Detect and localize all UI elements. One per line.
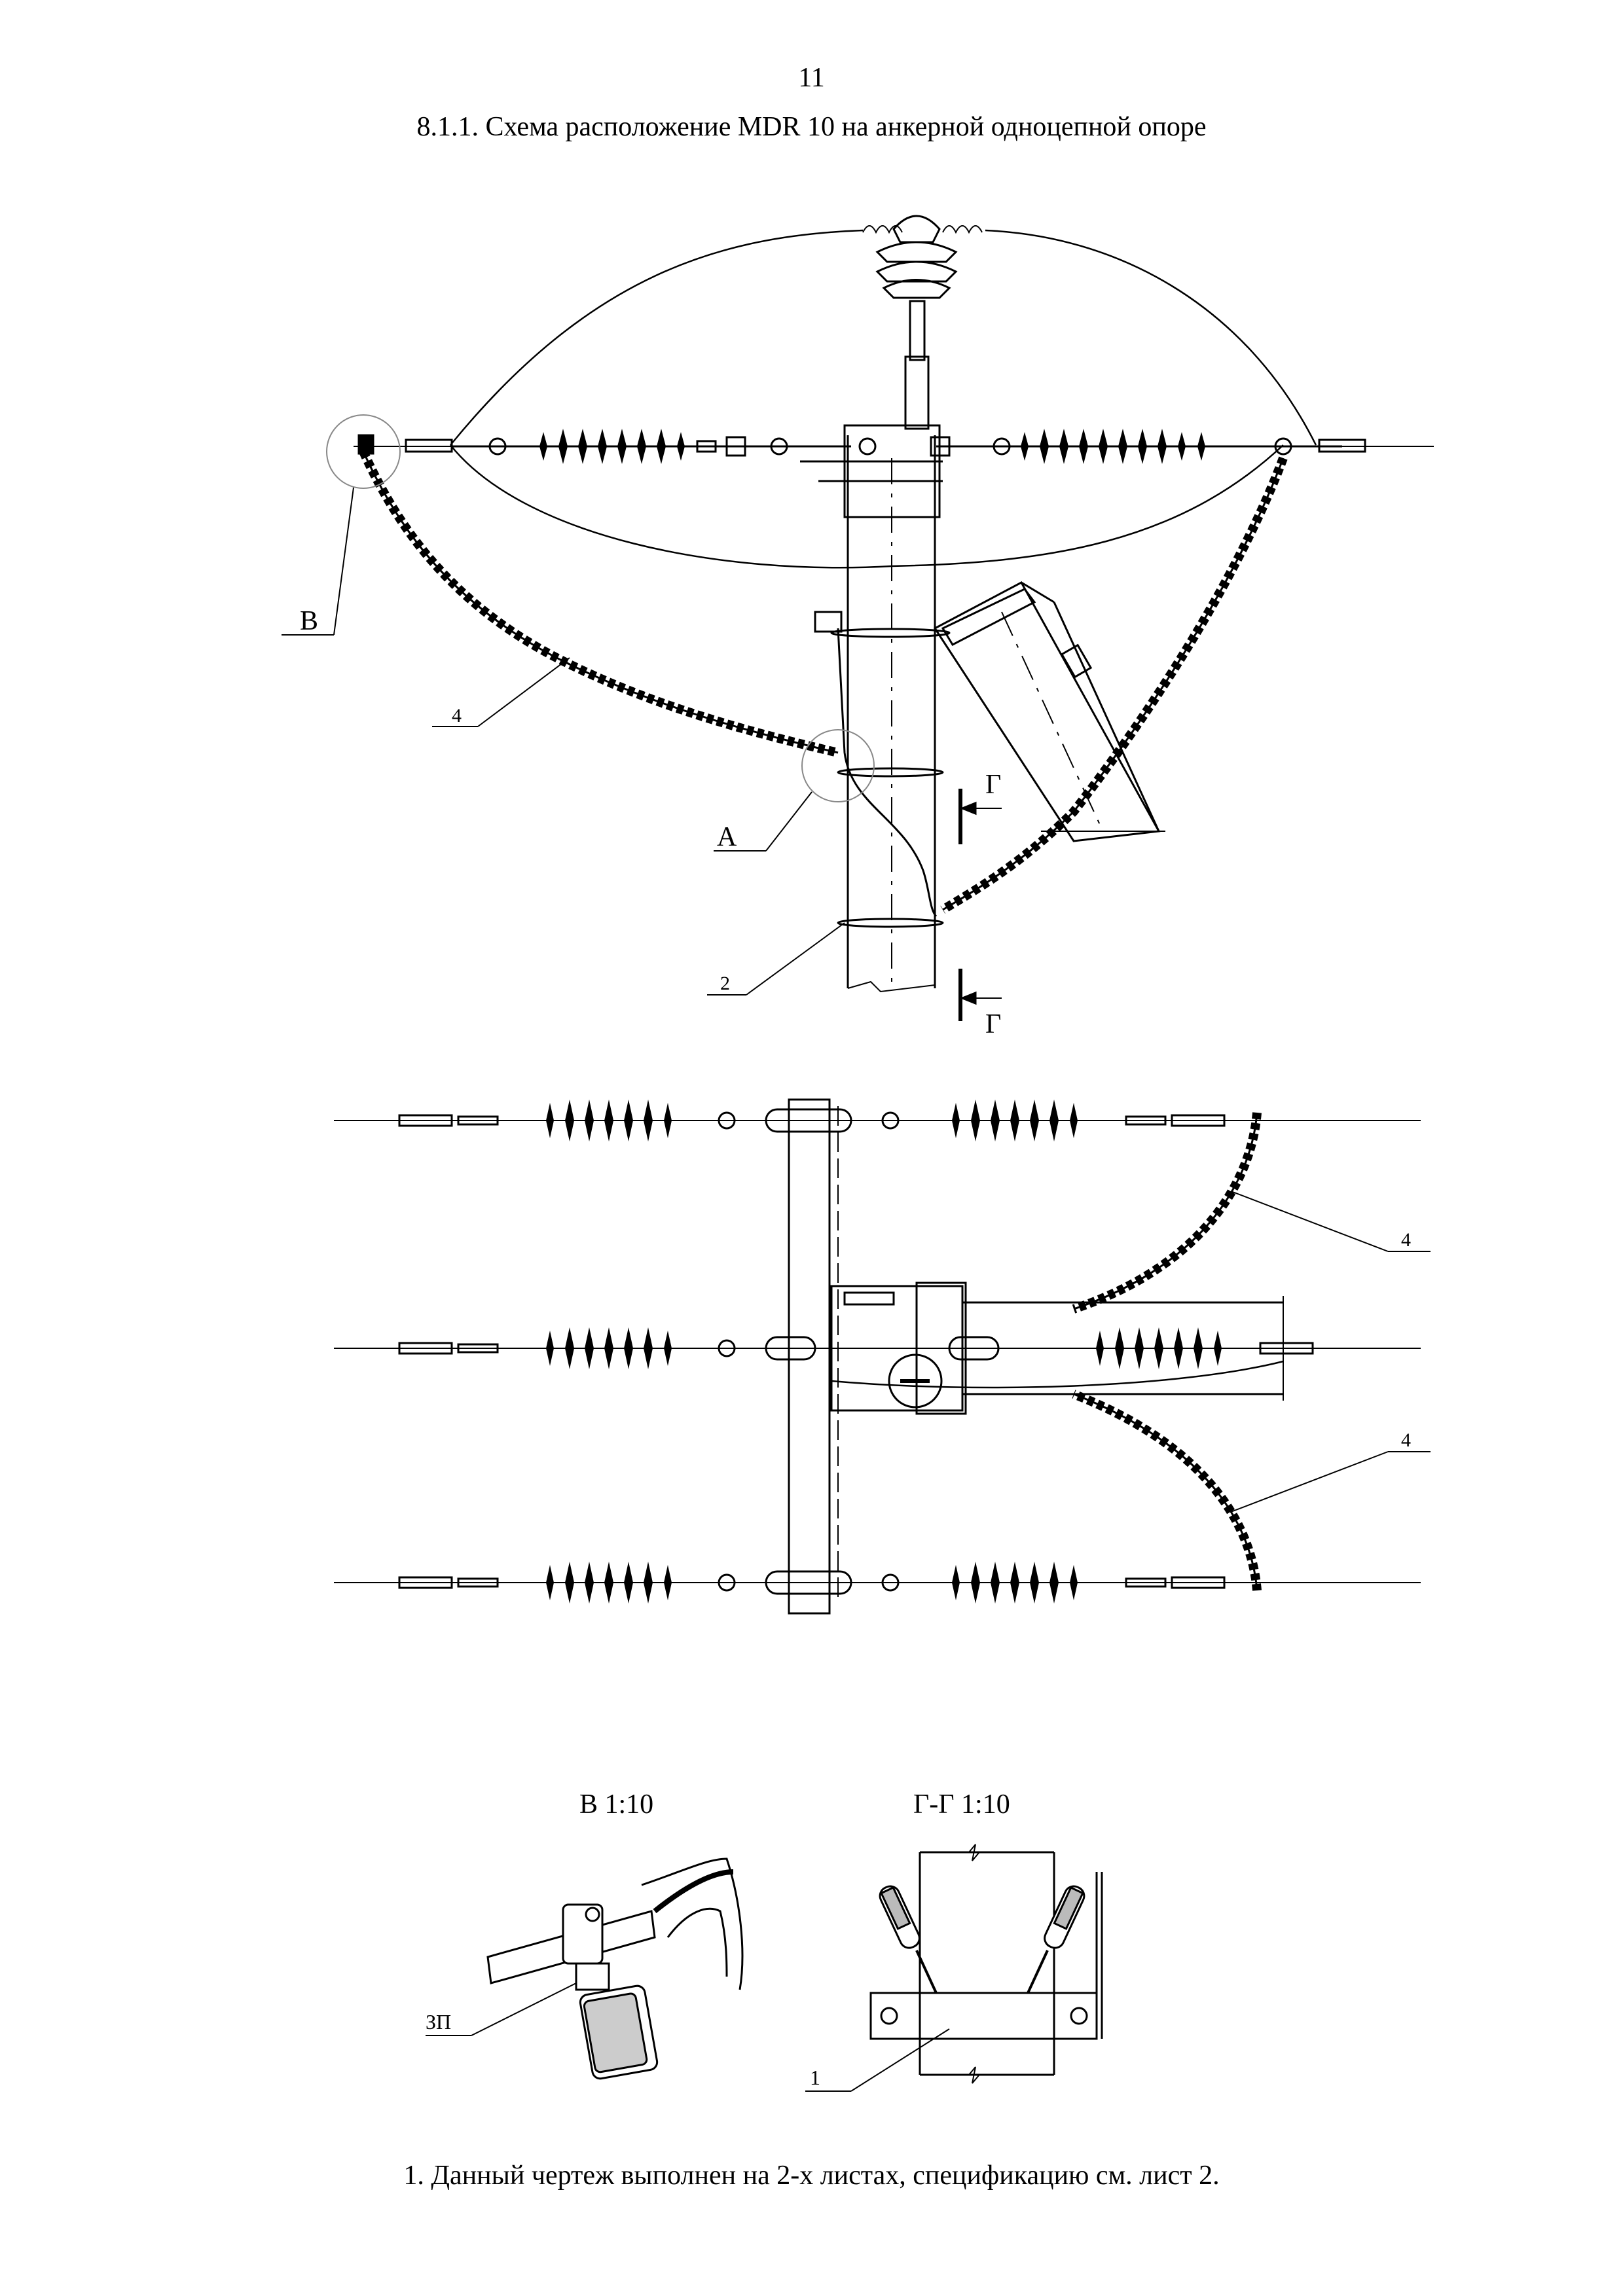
switch-box [933,581,1165,842]
plan-view [334,1098,1431,1615]
left-insulator-string [405,429,877,464]
pole [847,435,936,993]
callout-b: В [300,606,318,636]
phase-line-middle [334,1282,1421,1415]
section-mark-top: Г [985,770,1001,800]
callout-2-front: 2 [720,973,730,994]
right-insulator-string [930,429,1366,464]
callout-zp: ЗП [426,2010,451,2034]
callout-1: 1 [810,2066,820,2089]
phase-line-bottom [334,1562,1421,1604]
crossarm-plate [843,424,941,518]
front-view [282,215,1434,1021]
pin-insulator [862,215,983,430]
detail-b-title: В 1:10 [579,1789,653,1820]
callout-a: А [717,822,737,852]
section-gg-title: Г-Г 1:10 [913,1789,1010,1820]
phase-line-top [334,1100,1421,1141]
callout-4-plan-upper: 4 [1401,1229,1411,1251]
detail-b-drawing [426,1857,744,2080]
callout-4-plan-lower: 4 [1401,1429,1411,1451]
footnote: 1. Данный чертеж выполнен на 2-х листах,… [403,2161,1220,2191]
section-mark-bottom: Г [985,1009,1001,1039]
callout-4-front: 4 [452,705,462,726]
page-number: 11 [798,63,825,93]
section-gg-drawing [805,1844,1103,2092]
page-title: 8.1.1. Схема расположение MDR 10 на анке… [416,112,1207,142]
